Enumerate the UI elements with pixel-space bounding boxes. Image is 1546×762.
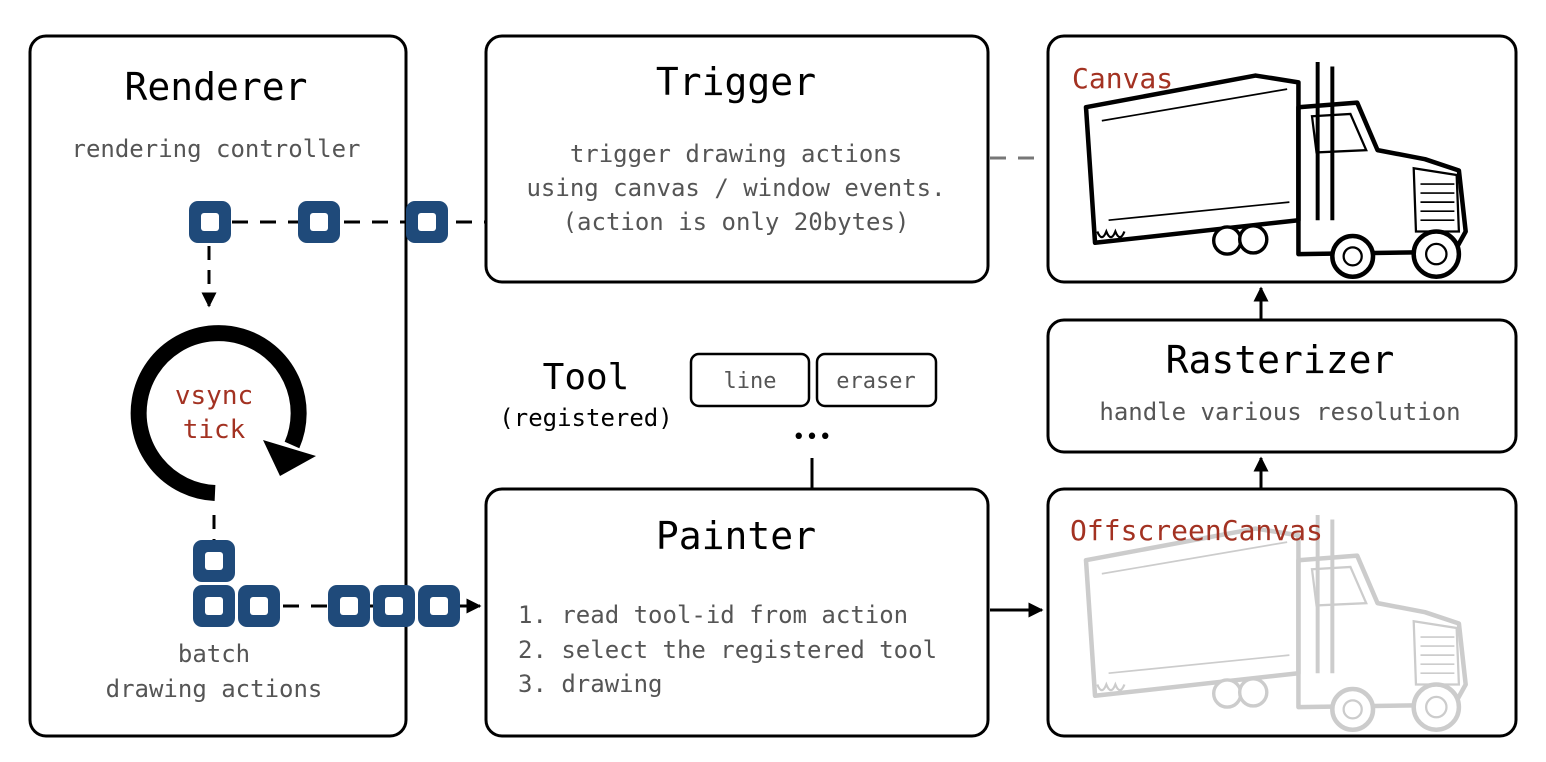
rasterizer-title: Rasterizer [1166,338,1395,382]
tool-item-eraser: eraser [836,369,915,394]
renderer-subtitle: rendering controller [72,135,361,163]
painter-step: 2. select the registered tool [518,636,937,664]
tool-item-box [815,352,938,408]
tool-item-line: line [724,369,777,394]
tool-title: Tool [543,357,630,398]
action-token [189,201,231,243]
action-token [418,585,460,627]
vsync-label: vsync [175,381,253,411]
action-token [238,585,280,627]
painter-step: 1. read tool-id from action [518,601,908,629]
trigger-description: using canvas / window events. [526,174,945,202]
tool-item-box [689,352,811,408]
action-token [193,585,235,627]
action-token [328,585,370,627]
canvas-title: Canvas [1072,62,1173,95]
painter-step: 3. drawing [518,670,663,698]
trigger-description: trigger drawing actions [570,140,902,168]
painter-title: Painter [656,514,816,558]
rasterizer-subtitle: handle various resolution [1099,398,1460,426]
rasterizer-box [1046,318,1518,454]
trigger-box [484,34,990,284]
offscreen-box [1046,487,1518,738]
tool-subtitle: (registered) [499,404,672,432]
trigger-title: Trigger [656,60,816,104]
batch-label: batch [178,640,250,668]
more-tools-ellipsis: ••• [792,425,832,450]
action-token [298,201,340,243]
painter-box [484,487,990,738]
renderer-title: Renderer [124,65,307,109]
action-token [193,540,235,582]
trigger-description: (action is only 20bytes) [563,208,910,236]
action-token [406,201,448,243]
offscreen-title: OffscreenCanvas [1070,514,1323,547]
batch-label: drawing actions [106,675,323,703]
refresh-cycle-icon [130,325,316,501]
action-token [373,585,415,627]
canvas-box [1046,34,1518,284]
tick-label: tick [183,415,246,445]
